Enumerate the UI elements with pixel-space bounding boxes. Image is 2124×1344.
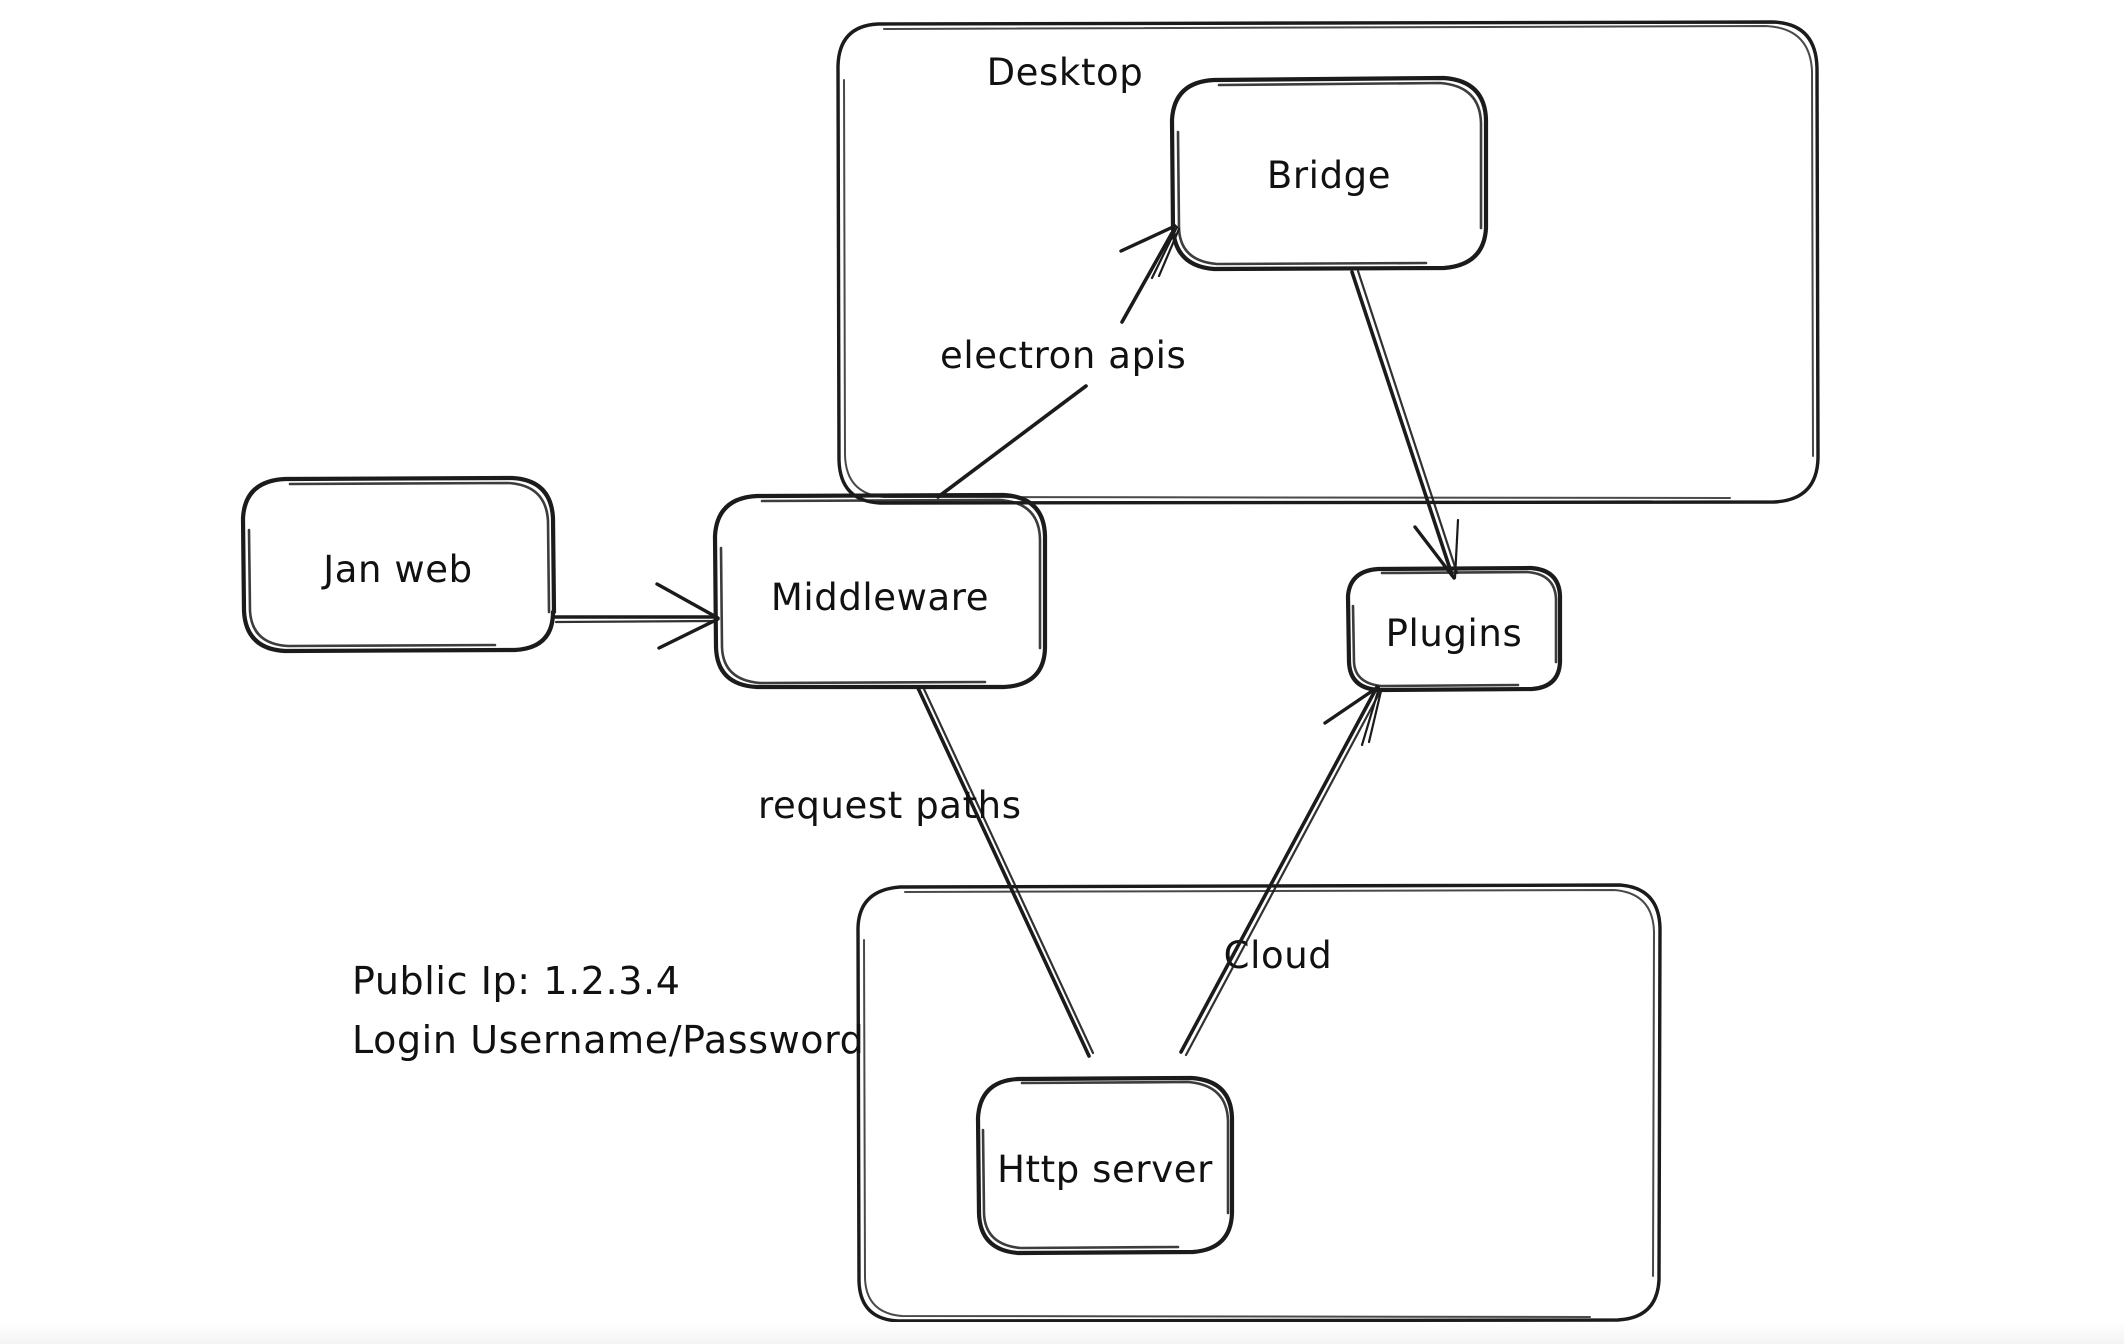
edge-httpserver-plugins-arrow-right-echo xyxy=(1367,689,1383,744)
edge-label-request-paths: request paths xyxy=(758,784,1022,827)
node-middleware[interactable]: Middleware xyxy=(712,492,1048,690)
edge-bridge-plugins-line-echo xyxy=(1356,269,1459,575)
http-server-box-border-echo2 xyxy=(981,1128,1180,1250)
cloud-container-border-echo xyxy=(904,889,1655,1277)
middleware-box-border-echo2 xyxy=(719,546,987,685)
jan-web-box-border-echo2 xyxy=(247,528,497,648)
edge-janweb-middleware-line-echo xyxy=(554,619,716,624)
node-plugins[interactable]: Plugins xyxy=(1345,565,1563,693)
note-public-ip: Public Ip: 1.2.3.4 xyxy=(352,959,681,1003)
http-server-box-border xyxy=(975,1075,1235,1256)
notes-group: Public Ip: 1.2.3.4 Login Username/Passwo… xyxy=(352,959,864,1062)
edge-httpserver-plugins-arrow-left xyxy=(1323,685,1380,725)
edge-janweb-middleware-arrow-lower xyxy=(657,617,720,650)
jan-web-box-border-echo xyxy=(288,481,551,614)
jan-web-label: Jan web xyxy=(321,548,473,591)
note-login-credentials: Login Username/Password xyxy=(352,1018,864,1062)
edge-httpserver-plugins-line xyxy=(1179,685,1379,1054)
plugins-box-border xyxy=(1345,565,1563,693)
middleware-box-border-echo xyxy=(760,498,1042,650)
bridge-box-border-echo xyxy=(1217,81,1483,230)
plugins-box-border-echo2 xyxy=(1351,604,1520,688)
edge-httpserver-plugins-line-echo xyxy=(1184,688,1383,1057)
bridge-box-border-echo2 xyxy=(1176,130,1428,266)
jan-web-box-border xyxy=(240,475,557,654)
edge-httpserver-plugins-arrow-right xyxy=(1360,686,1381,747)
edge-middleware-bridge-arrow-left xyxy=(1119,224,1177,253)
plugins-label: Plugins xyxy=(1386,612,1523,655)
desktop-container-border-echo2 xyxy=(843,79,1731,499)
edge-label-electron-apis: electron apis xyxy=(940,334,1186,377)
edge-httpserver-to-plugins xyxy=(1179,685,1383,1057)
container-cloud: Cloud xyxy=(856,883,1662,1323)
edge-middleware-httpserver-line xyxy=(916,686,1091,1058)
node-bridge[interactable]: Bridge xyxy=(1169,75,1489,272)
middleware-box-border xyxy=(712,492,1048,690)
edge-janweb-middleware-arrow-upper xyxy=(655,582,720,620)
http-server-box-border-echo xyxy=(1020,1080,1230,1215)
edge-middleware-bridge-line-lower xyxy=(936,384,1088,499)
edge-bridge-plugins-line xyxy=(1350,270,1454,577)
middleware-label: Middleware xyxy=(771,576,989,619)
container-desktop: Desktop xyxy=(836,20,1820,505)
edge-middleware-httpserver-line-echo xyxy=(922,687,1095,1055)
edge-bridge-to-plugins xyxy=(1350,269,1460,580)
bridge-box-border xyxy=(1169,75,1489,272)
cloud-container-border xyxy=(856,883,1662,1323)
plugins-box-border-echo xyxy=(1380,570,1558,664)
desktop-container-label: Desktop xyxy=(987,51,1144,94)
desktop-container-border xyxy=(836,20,1820,505)
edge-middleware-bridge-line-upper xyxy=(1120,231,1174,324)
http-server-label: Http server xyxy=(997,1148,1213,1191)
edge-middleware-to-httpserver: request paths xyxy=(758,686,1095,1058)
edge-janweb-to-middleware xyxy=(553,582,720,650)
bridge-label: Bridge xyxy=(1267,154,1391,197)
node-jan-web[interactable]: Jan web xyxy=(240,475,557,654)
node-http-server[interactable]: Http server xyxy=(975,1075,1235,1256)
edge-middleware-to-bridge: electron apis xyxy=(936,224,1186,499)
desktop-container-border-echo xyxy=(883,25,1814,457)
cloud-container-border-echo2 xyxy=(863,939,1591,1318)
